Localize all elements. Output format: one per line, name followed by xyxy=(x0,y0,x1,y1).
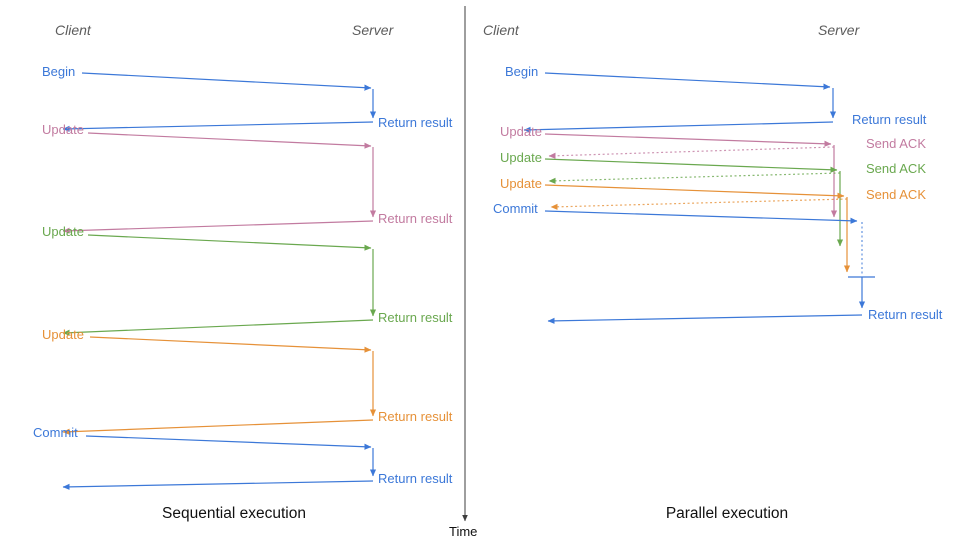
left-return-result-label-2: Return result xyxy=(378,211,453,226)
right-return-result-label-2: Return result xyxy=(868,307,943,322)
right-update3-request-arrow xyxy=(544,184,845,199)
left-begin-label: Begin xyxy=(42,64,76,79)
left-begin-return-arrow xyxy=(62,121,374,132)
left-update1-request-arrow xyxy=(87,132,372,149)
right-update3-label: Update xyxy=(500,176,542,191)
right-send-ack-label-orange: Send ACK xyxy=(866,187,926,202)
right-commit-request-arrow xyxy=(544,210,858,224)
left-return-result-label-3: Return result xyxy=(378,310,453,325)
time-axis-label: Time xyxy=(449,524,478,539)
left-commit-return-arrow xyxy=(62,480,374,490)
left-client-header: Client xyxy=(55,22,91,38)
right-send-ack-label-pink: Send ACK xyxy=(866,136,926,151)
left-update3-request-arrow xyxy=(89,336,372,353)
right-update2-request-arrow xyxy=(544,158,838,173)
right-update1-request-arrow xyxy=(544,133,832,147)
right-send-ack-label-green: Send ACK xyxy=(866,161,926,176)
right-begin-label: Begin xyxy=(505,64,539,79)
left-return-result-label-4: Return result xyxy=(378,409,453,424)
left-panel-caption: Sequential execution xyxy=(162,505,306,522)
left-update1-label: Update xyxy=(42,122,84,137)
right-panel-caption: Parallel execution xyxy=(665,505,789,522)
right-update2-ack-arrow xyxy=(548,172,841,184)
left-update3-return-arrow xyxy=(62,419,374,435)
right-commit-label: Commit xyxy=(493,201,538,216)
right-return-result-label-1: Return result xyxy=(852,112,927,127)
left-update2-request-arrow xyxy=(87,234,372,251)
left-return-result-label-1: Return result xyxy=(378,115,453,130)
left-update2-return-arrow xyxy=(62,319,374,336)
right-update2-label: Update xyxy=(500,150,542,165)
right-begin-return-arrow xyxy=(523,121,834,133)
right-client-header: Client xyxy=(483,22,519,38)
left-server-header: Server xyxy=(352,22,394,38)
left-commit-request-arrow xyxy=(85,435,372,450)
right-update3-ack-arrow xyxy=(550,198,848,210)
left-update1-return-arrow xyxy=(62,220,374,234)
left-begin-request-arrow xyxy=(81,72,372,91)
left-update2-label: Update xyxy=(42,224,84,239)
left-update3-label: Update xyxy=(42,327,84,342)
right-update1-ack-arrow xyxy=(548,146,835,159)
left-return-result-label-5: Return result xyxy=(378,471,453,486)
right-commit-return-arrow xyxy=(547,314,863,324)
right-server-header: Server xyxy=(818,22,860,38)
right-begin-request-arrow xyxy=(544,72,831,90)
left-commit-label: Commit xyxy=(33,425,78,440)
right-update1-label: Update xyxy=(500,124,542,139)
